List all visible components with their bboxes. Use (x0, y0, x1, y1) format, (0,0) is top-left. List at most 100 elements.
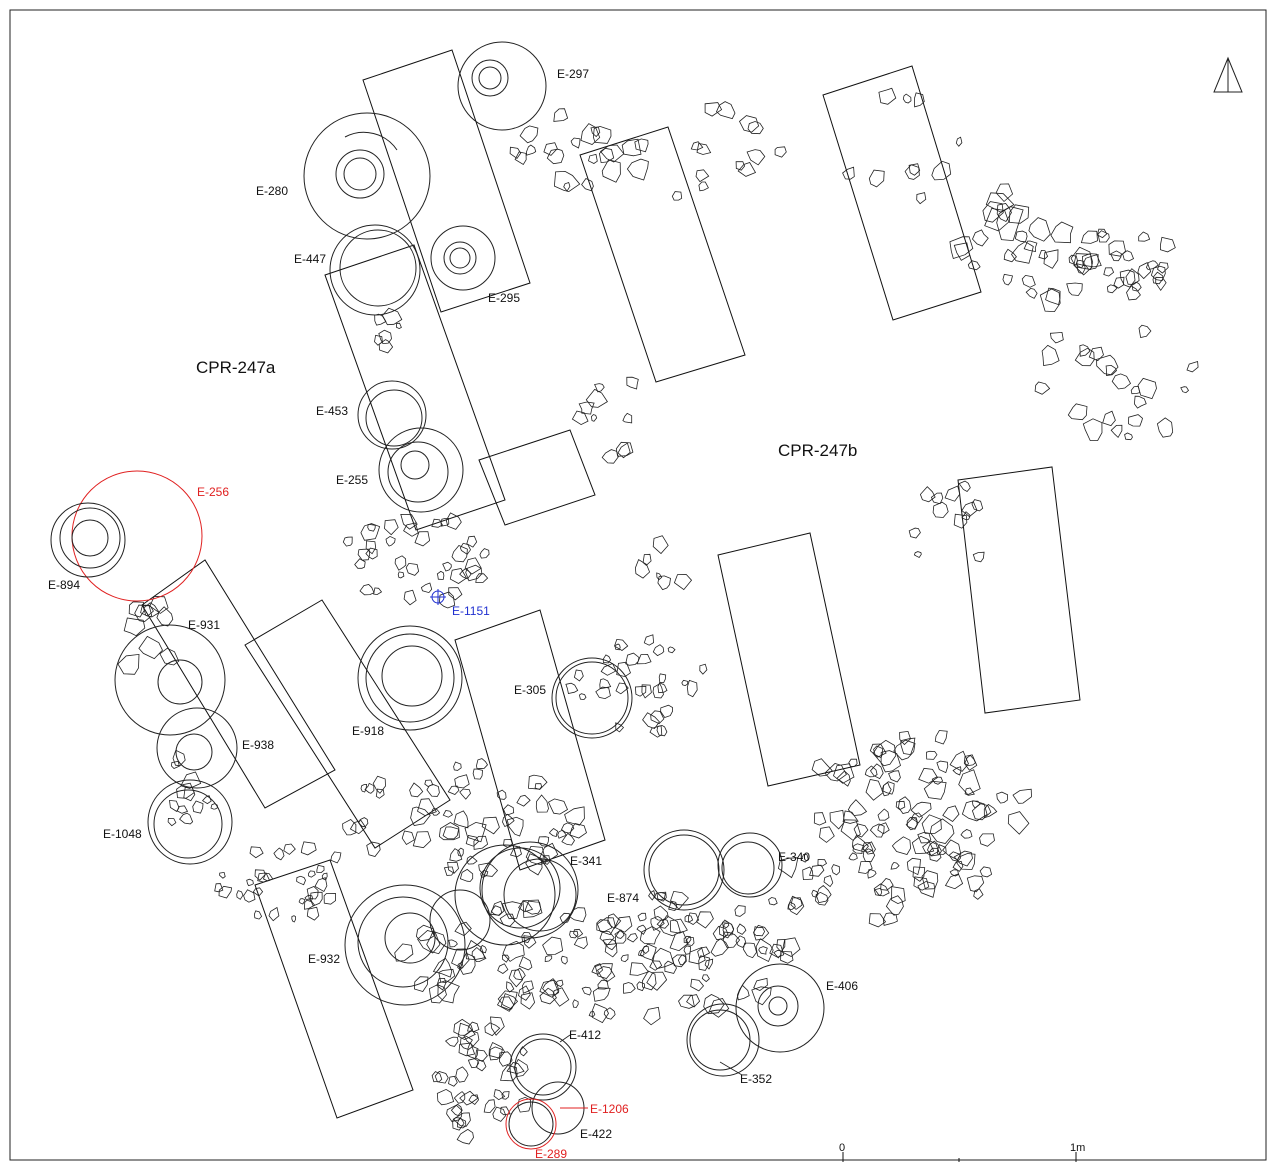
cobble-stone (1045, 287, 1061, 306)
cobble-stone (1041, 344, 1060, 366)
cobble-stone (192, 800, 204, 814)
cobble-stone (375, 788, 385, 799)
cobble-stone (268, 906, 280, 922)
cobble-stone (490, 1016, 505, 1036)
cobble-stone (681, 679, 689, 687)
pit-e-931 (114, 624, 226, 736)
cobble-stone (1113, 276, 1125, 289)
cobble-stone (1126, 285, 1141, 301)
cobble-stone (966, 875, 985, 893)
cobble-stone (448, 1075, 458, 1087)
cobble-stone (525, 144, 537, 156)
rect-structure (254, 859, 414, 1119)
feature-label: E-305 (514, 683, 546, 697)
rect-structure (478, 429, 596, 526)
cobble-stone (1012, 788, 1032, 804)
cobble-stone (819, 826, 835, 843)
area-label-west: CPR-247a (196, 358, 276, 377)
cobble-stone (1021, 274, 1036, 288)
cobble-stone (493, 1089, 506, 1101)
cobble-stone (858, 860, 873, 874)
cobble-stone (931, 160, 952, 181)
cobble-stone (621, 138, 642, 157)
cobble-stone (902, 93, 912, 104)
cobble-stone (413, 976, 429, 992)
cobble-stone (634, 138, 649, 153)
cobble-stone (537, 836, 550, 847)
cobble-stone (893, 739, 916, 761)
cobble-stone (683, 935, 692, 944)
cobble-stone (358, 817, 369, 828)
cobble-stone (641, 945, 650, 955)
cobble-stone (448, 587, 463, 601)
cobble-stone (823, 874, 834, 888)
cobble-stone (914, 92, 925, 108)
cobble-stone (257, 872, 271, 883)
cobble-stone (625, 652, 640, 666)
pit-e-932 (344, 884, 491, 1006)
cobble-stone (544, 955, 553, 962)
cobble-stone (1025, 287, 1038, 299)
cobble-stone (649, 725, 663, 738)
cobble-stone (488, 1041, 506, 1059)
feature-label: E-297 (557, 67, 589, 81)
cobble-stone (243, 889, 256, 903)
cobble-stone (971, 803, 992, 821)
cobble-stone (880, 878, 894, 891)
cobble-stone (446, 1104, 462, 1122)
cobble-stone (330, 851, 342, 864)
cobble-stone (895, 800, 906, 811)
cobble-stone (449, 568, 468, 584)
cobble-stone (400, 513, 418, 530)
cobble-stone (557, 829, 568, 839)
cobble-stone (953, 513, 968, 529)
cobble-stone (848, 852, 858, 861)
scale-start-label: 0 (839, 1142, 845, 1154)
cobble-stone (704, 102, 723, 117)
cobble-stone (431, 518, 443, 528)
cobble-stone (1074, 347, 1095, 367)
pit-e-280 (303, 112, 431, 240)
cobble-stone (781, 937, 801, 957)
cobble-stone (1105, 364, 1117, 376)
cobble-stone (953, 242, 971, 261)
cobble-stone (573, 669, 584, 682)
cobble-stone (604, 943, 618, 958)
cobble-stone (464, 821, 487, 843)
cobble-stone (688, 912, 700, 925)
cobble-stone (595, 686, 611, 700)
cobble-stone (436, 977, 447, 991)
cobble-stone (1159, 236, 1176, 253)
cobble-stone (738, 115, 760, 133)
cobble-stone (626, 933, 638, 943)
cobble-stone (483, 1099, 496, 1114)
rect-structure (454, 609, 606, 871)
cobble-stone (910, 812, 924, 824)
feature-label: E-289 (535, 1147, 567, 1161)
cobble-stone (751, 986, 772, 1006)
cobble-stone (722, 921, 730, 929)
cobble-stone (395, 322, 402, 330)
cobble-stone (953, 850, 973, 867)
cobble-stone (955, 853, 976, 870)
cobble-stone (961, 501, 978, 518)
cobble-stone (460, 1035, 473, 1050)
cobble-stone (479, 548, 490, 559)
cobble-stone (525, 853, 543, 876)
cobble-stone (525, 845, 547, 866)
cobble-stone (607, 913, 622, 929)
cobble-stone (457, 1022, 476, 1041)
cobble-stone (176, 782, 195, 799)
cobble-stone (722, 931, 741, 949)
cobble-stone (309, 891, 323, 907)
cobble-stone (1028, 217, 1051, 242)
feature-label: E-938 (242, 738, 274, 752)
feature-label: E-1151 (452, 604, 490, 618)
cobble-stone (1002, 273, 1013, 286)
cobble-stone (594, 963, 613, 979)
cobble-stone (995, 183, 1014, 203)
cobble-stone (885, 895, 904, 916)
cobble-stone (696, 911, 714, 929)
cobble-stone (518, 900, 534, 913)
cobble-stone (476, 758, 489, 770)
